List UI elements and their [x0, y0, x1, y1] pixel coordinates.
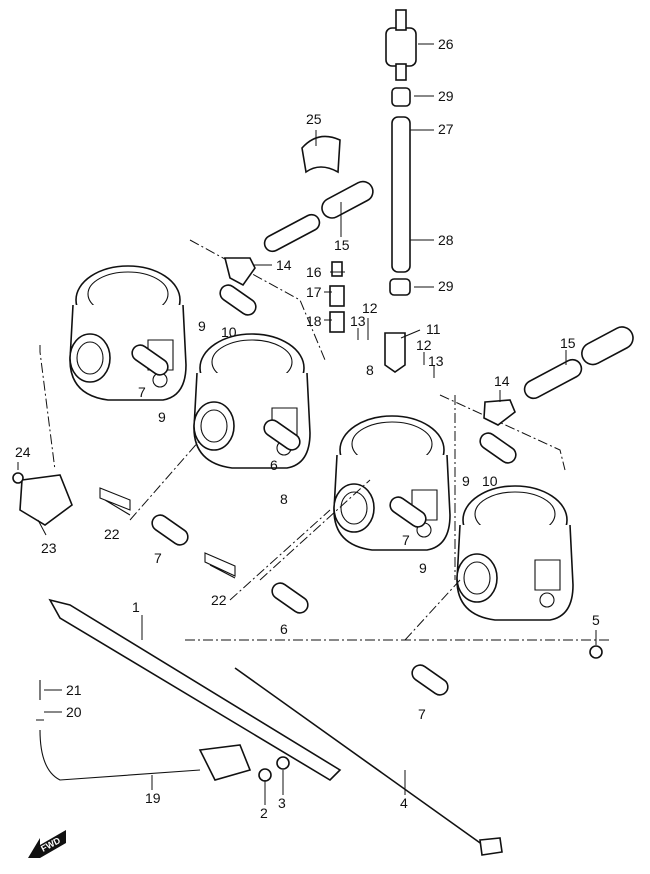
callout-2: 2 — [260, 805, 268, 821]
callout-29-lower: 29 — [438, 278, 454, 294]
callout-26: 26 — [438, 36, 454, 52]
callout-8-upper: 8 — [366, 362, 374, 378]
callout-22-b: 22 — [211, 592, 227, 608]
callout-13-upper: 13 — [350, 313, 366, 329]
callout-9-a: 9 — [198, 318, 206, 334]
callout-17: 17 — [306, 284, 322, 300]
callout-20: 20 — [66, 704, 82, 720]
callout-labels: 26 29 27 28 29 25 15 14 16 17 18 12 13 1… — [15, 36, 600, 821]
leader-lines — [17, 43, 597, 805]
callout-15-lower: 15 — [560, 335, 576, 351]
callout-15-upper: 15 — [334, 237, 350, 253]
carburetor-3 — [333, 415, 451, 551]
callout-6-a: 6 — [270, 457, 278, 473]
callout-7-c: 7 — [402, 532, 410, 548]
callout-9-d: 9 — [419, 560, 427, 576]
callout-24: 24 — [15, 444, 31, 460]
callout-10-lower: 10 — [482, 473, 498, 489]
callout-27: 27 — [438, 121, 454, 137]
callout-7-d: 7 — [418, 706, 426, 722]
callout-29-upper: 29 — [438, 88, 454, 104]
callout-23: 23 — [41, 540, 57, 556]
callout-14-lower: 14 — [494, 373, 510, 389]
callout-7-b: 7 — [154, 550, 162, 566]
callout-19: 19 — [145, 790, 161, 806]
carburetor-1 — [69, 265, 187, 401]
callout-12-lower: 12 — [416, 337, 432, 353]
callout-11: 11 — [426, 321, 441, 337]
callout-6-b: 6 — [280, 621, 288, 637]
fwd-arrow: FWD — [28, 830, 66, 858]
callout-9-b: 9 — [158, 409, 166, 425]
callout-4: 4 — [400, 795, 408, 811]
callout-7-a: 7 — [138, 384, 146, 400]
callout-10-upper: 10 — [221, 324, 237, 340]
callout-22-a: 22 — [104, 526, 120, 542]
callout-9-c: 9 — [462, 473, 470, 489]
callout-3: 3 — [278, 795, 286, 811]
callout-8-lower: 8 — [280, 491, 288, 507]
callout-5: 5 — [592, 612, 600, 628]
callout-13-lower: 13 — [428, 353, 444, 369]
callout-1: 1 — [132, 599, 140, 615]
callout-28: 28 — [438, 232, 454, 248]
callout-16: 16 — [306, 264, 322, 280]
callout-25: 25 — [306, 111, 322, 127]
hose-parts — [12, 9, 634, 856]
carburetor-4 — [456, 485, 574, 621]
callout-14-upper: 14 — [276, 257, 292, 273]
callout-21: 21 — [66, 682, 82, 698]
callout-18: 18 — [306, 313, 322, 329]
callout-12-upper: 12 — [362, 300, 378, 316]
